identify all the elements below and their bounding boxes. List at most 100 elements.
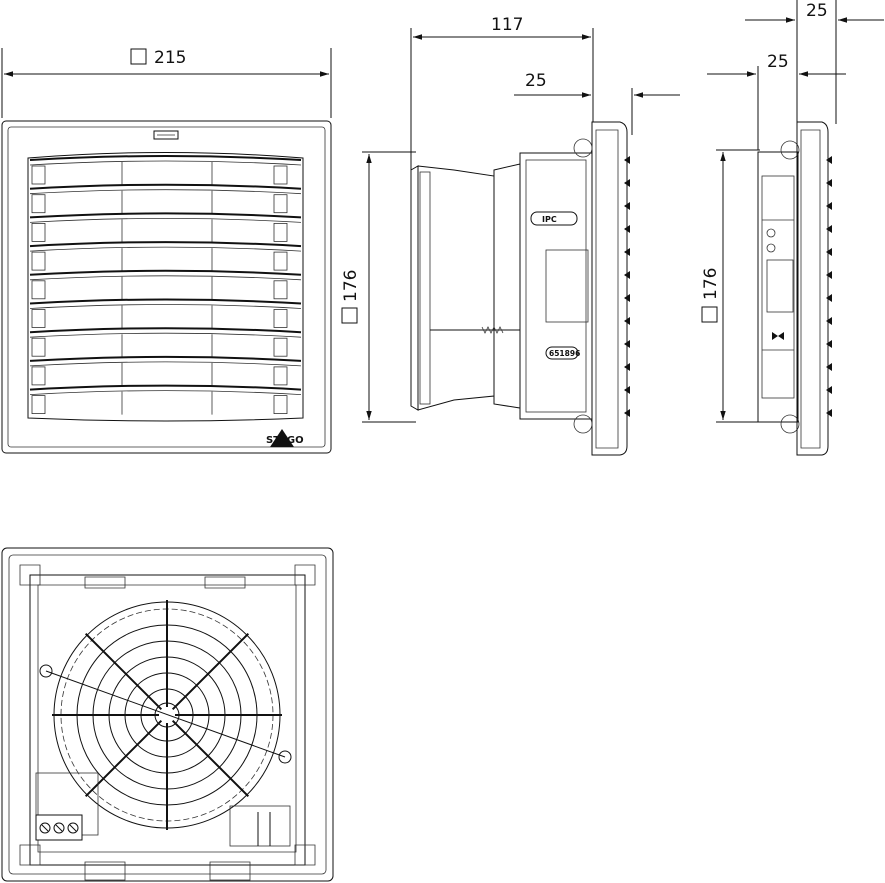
front-frame-inner — [7, 126, 326, 448]
cover-fin — [826, 386, 832, 394]
electronics-box — [229, 805, 291, 847]
grille-side-tab — [31, 165, 46, 185]
front-frame — [1, 120, 332, 454]
cover-fin — [826, 363, 832, 371]
corner-brackets — [19, 564, 316, 881]
connector-symbol-icon — [772, 332, 784, 340]
cover-fin — [826, 179, 832, 187]
cover-fin — [624, 363, 630, 371]
grille-slat-edge — [29, 361, 302, 367]
grille-side-tab — [273, 309, 288, 328]
grille-side-tab — [273, 366, 288, 386]
cover-fin — [826, 271, 832, 279]
cover-fin — [826, 294, 832, 302]
cover-fins — [624, 156, 630, 417]
grille-side-tab — [31, 309, 46, 328]
filter-flange — [410, 165, 419, 411]
front-view: 215 STEGO — [1, 48, 332, 454]
grille-slat — [29, 384, 302, 391]
cover-fin — [624, 340, 630, 348]
part-number-tag — [545, 346, 579, 360]
right-cover — [796, 121, 829, 456]
grille-side-tab — [31, 280, 46, 300]
square-symbol-icon — [341, 307, 358, 324]
grille-side-tab — [31, 194, 46, 214]
fan-spoke — [171, 719, 250, 798]
rear-housing-inner — [37, 584, 297, 853]
right-view: 25 25 176 — [701, 0, 884, 456]
right-outer-value: 25 — [806, 1, 828, 21]
hinge-top — [780, 140, 800, 160]
motor-ring — [493, 163, 521, 409]
grille-slat — [29, 269, 302, 276]
grille-slat-edge — [29, 390, 302, 395]
side-depth-value: 117 — [491, 15, 523, 35]
side-view: 117 25 176 IPC 651896 — [341, 15, 680, 456]
hinge-top — [573, 138, 593, 158]
grille-side-tab — [273, 395, 288, 415]
grille-side-tab — [31, 366, 46, 386]
grille-side-tab — [273, 194, 288, 214]
grille-slat — [29, 183, 302, 190]
cover-fin — [624, 156, 630, 164]
side-display-window — [766, 259, 794, 313]
cover-fin — [826, 340, 832, 348]
side-flange-value: 25 — [525, 71, 547, 91]
fan-spoke — [171, 632, 250, 711]
cover-fin — [624, 179, 630, 187]
side-height-value: 176 — [341, 270, 361, 302]
cover-fin — [624, 202, 630, 210]
grille-slat-edge — [29, 246, 302, 252]
grille-outline — [27, 152, 304, 422]
cover-fin — [624, 294, 630, 302]
mounting-block — [519, 152, 593, 420]
grille-side-tab — [273, 165, 288, 185]
side-body — [757, 151, 799, 423]
grille-side-tab — [273, 251, 288, 271]
cover-fin — [826, 225, 832, 233]
ipc-tag-text: IPC — [542, 215, 557, 224]
grille-side-tab — [273, 337, 288, 357]
fan-spoke — [84, 632, 163, 711]
front-width-value: 215 — [154, 48, 186, 68]
grille-slat-edge — [29, 275, 302, 281]
indicator-led-bottom — [766, 243, 776, 253]
part-number-text: 651896 — [549, 349, 580, 358]
mount-screw-right — [278, 750, 292, 764]
terminal-block — [35, 772, 99, 841]
right-height-value: 176 — [701, 268, 721, 300]
grille-slat-edge — [29, 332, 302, 338]
right-inner-value: 25 — [767, 52, 789, 72]
fan-crossbar — [45, 670, 286, 758]
cover-fin — [624, 248, 630, 256]
grille-side-tab — [31, 337, 46, 357]
grille-slat — [29, 212, 302, 219]
cover-fin — [826, 202, 832, 210]
grille-slats — [29, 155, 302, 415]
display-window — [545, 249, 589, 323]
grille-slat — [29, 241, 302, 248]
grille-side-tab — [31, 251, 46, 271]
front-cover — [591, 121, 628, 456]
right-cover-fins — [826, 156, 832, 417]
grille-slat-edge — [29, 218, 302, 223]
rear-housing — [29, 574, 306, 866]
rear-view — [1, 547, 334, 882]
hinge-bottom — [573, 414, 593, 434]
ipc-tag — [530, 211, 578, 226]
mount-screw-left — [39, 664, 53, 678]
rear-frame-inner — [8, 554, 327, 875]
hinge-bottom — [780, 414, 800, 434]
grille-slat — [29, 155, 302, 161]
square-symbol-icon — [130, 48, 147, 65]
grille-slat-edge — [29, 189, 302, 195]
cover-fin — [624, 386, 630, 394]
cover-fin — [624, 317, 630, 325]
cover-fin — [624, 271, 630, 279]
grille-slat-edge — [29, 304, 302, 309]
square-symbol-icon — [701, 306, 718, 323]
indicator-led-top — [766, 228, 776, 238]
grille-slat — [29, 355, 302, 362]
fan-housing — [417, 165, 495, 411]
